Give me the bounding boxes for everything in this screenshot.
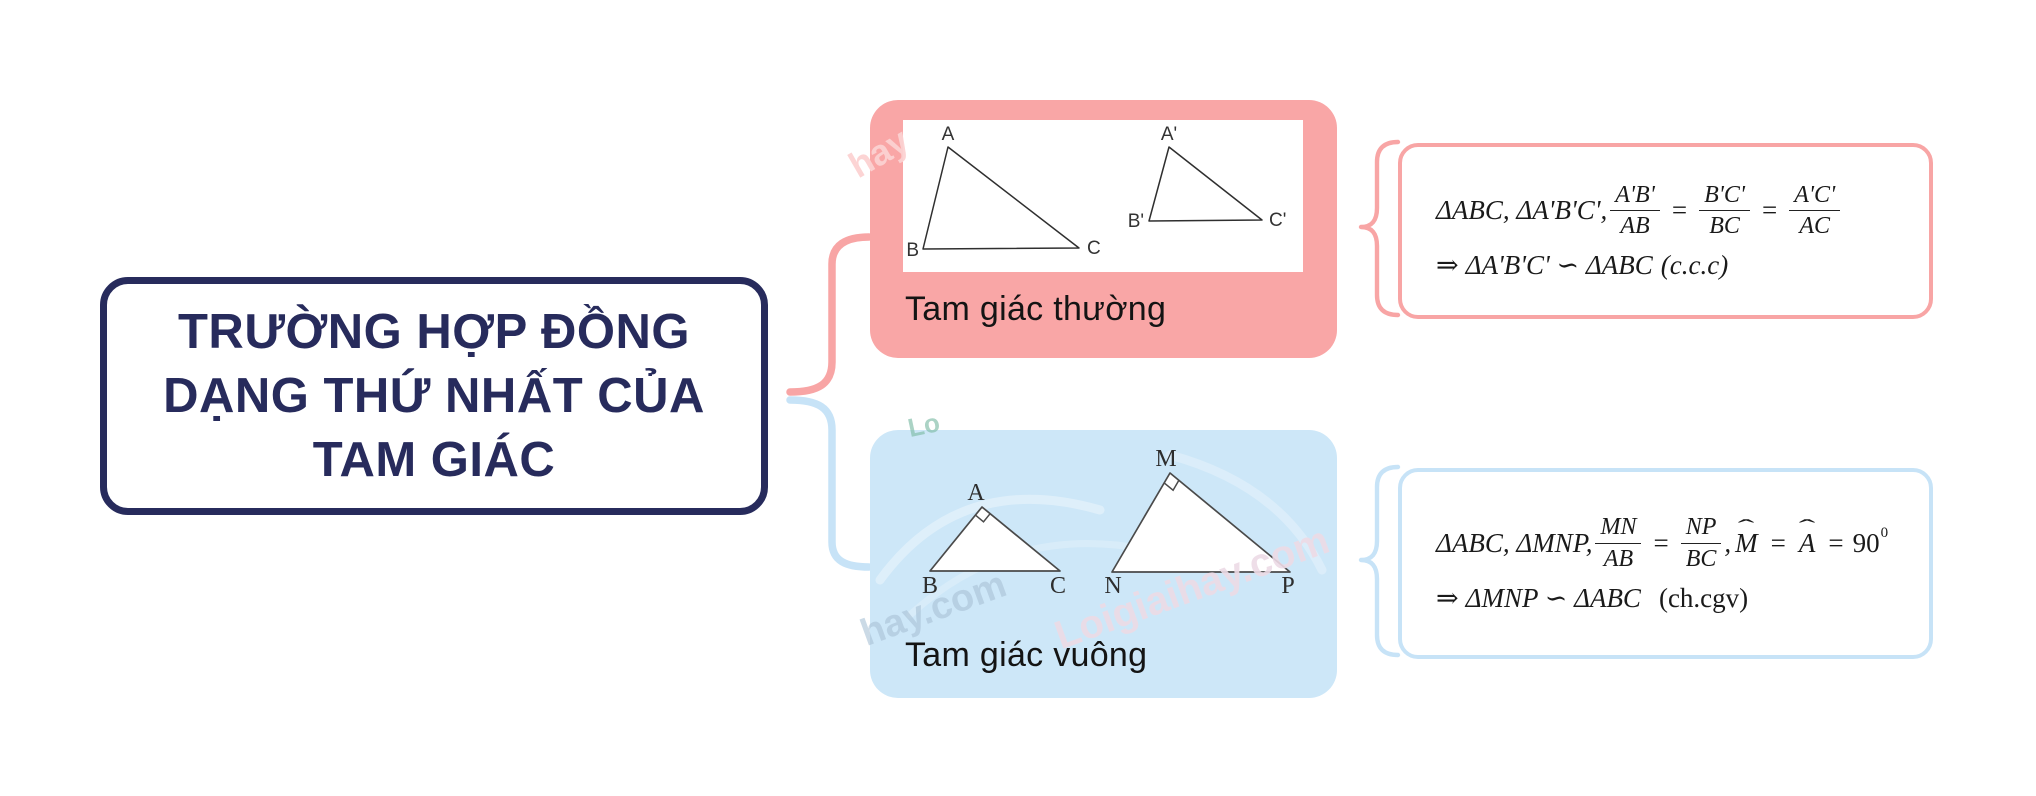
fraction-denominator: AB: [1603, 545, 1634, 572]
fraction: B'C' BC: [1699, 181, 1751, 241]
equals-sign: =: [1671, 195, 1688, 225]
connector-blue: [786, 396, 873, 571]
fraction-numerator: B'C': [1699, 181, 1751, 211]
equals-sign: =: [1770, 527, 1786, 558]
hat-icon: ˆ: [1798, 514, 1816, 539]
fraction: A'C' AC: [1789, 181, 1841, 241]
equals-sign: =: [1828, 527, 1844, 558]
branch-box-ordinary-triangle: A B C A' B' C' Tam giác thường: [870, 100, 1337, 358]
angle-A-hatted: ˆ A: [1798, 516, 1816, 559]
formula-box-ordinary: ΔABC, ΔA'B'C', A'B' AB = B'C' BC = A'C' …: [1398, 143, 1933, 319]
page-title-line-2: DẠNG THỨ NHẤT CỦA: [163, 369, 705, 423]
brace-blue-icon: [1358, 464, 1401, 658]
formula-conclusion: ΔA'B'C' ∽ ΔABC: [1465, 250, 1653, 281]
fraction-denominator: BC: [1685, 545, 1717, 572]
formula-conclusion-row: ⇒ ΔA'B'C' ∽ ΔABC (c.c.c): [1436, 250, 1913, 281]
degree-value: 90: [1852, 527, 1880, 558]
formula-conclusion-row: ⇒ ΔMNP ∽ ΔABC (ch.cgv): [1436, 583, 1913, 614]
vertex-label: M: [1155, 446, 1176, 472]
page-title-line-1: TRƯỜNG HỢP ĐỒNG: [178, 305, 690, 359]
fraction-denominator: AB: [1620, 213, 1650, 239]
triangle-MNP-right: [1111, 472, 1291, 573]
formula-given-row: ΔABC, ΔMNP, MN AB = NP BC , ˆ M = ˆ A = …: [1436, 513, 1913, 573]
formula-box-right: ΔABC, ΔMNP, MN AB = NP BC , ˆ M = ˆ A = …: [1398, 468, 1933, 659]
vertex-label: A': [1161, 124, 1177, 145]
vertex-label: A: [967, 480, 985, 506]
branch-label-right: Tam giác vuông: [905, 636, 1148, 674]
triangle-A1B1C1: [1148, 146, 1263, 222]
connector-pink: [786, 233, 873, 396]
triangle-ABC: [922, 146, 1080, 250]
ordinary-triangles-svg: A B C A' B' C': [906, 124, 1286, 261]
vertex-label: C': [1269, 210, 1286, 231]
degree-superscript: 0: [1880, 524, 1889, 541]
fraction: NP BC: [1680, 513, 1722, 573]
vertex-label: P: [1281, 573, 1294, 599]
vertex-label: B': [1128, 211, 1144, 232]
fraction-numerator: NP: [1680, 513, 1722, 544]
vertex-label: C: [1087, 238, 1101, 259]
fraction: MN AB: [1595, 513, 1642, 573]
watermark-swirl: [1165, 450, 1327, 575]
formula-given: ΔABC, ΔMNP,: [1436, 527, 1593, 558]
fraction-numerator: A'C': [1789, 181, 1841, 211]
angle-letter: A: [1798, 527, 1816, 558]
right-angle-marker-A: [974, 513, 991, 523]
vertex-label: A: [942, 124, 955, 145]
branch-label-ordinary: Tam giác thường: [905, 290, 1167, 328]
fraction-numerator: MN: [1595, 513, 1642, 544]
watermark-swirl: [875, 494, 1105, 585]
angle-M-hatted: ˆ M: [1735, 516, 1758, 559]
main-topic-box: TRƯỜNG HỢP ĐỒNG DẠNG THỨ NHẤT CỦA TAM GI…: [100, 277, 768, 515]
equals-sign: =: [1762, 195, 1778, 225]
similarity-criterion: (c.c.c): [1660, 250, 1729, 281]
right-angle-marker-M: [1163, 479, 1180, 492]
hat-icon: ˆ: [1738, 514, 1755, 539]
vertex-label: N: [1104, 573, 1121, 599]
vertex-label: B: [906, 240, 919, 261]
implies-arrow-icon: ⇒: [1436, 250, 1459, 281]
fraction-denominator: AC: [1799, 213, 1831, 239]
fraction: A'B' AB: [1610, 181, 1660, 241]
branch-box-right-triangle: A B C M N P Tam giác vuông: [870, 430, 1337, 698]
formula-conclusion: ΔMNP ∽ ΔABC: [1465, 582, 1641, 613]
triangle-ABC-right: [929, 506, 1061, 572]
similarity-criterion: (ch.cgv): [1658, 582, 1749, 613]
ordinary-triangle-figure: A B C A' B' C': [903, 120, 1303, 272]
right-triangles-svg: A B C M N P: [875, 446, 1327, 619]
formula-given: ΔABC, ΔA'B'C',: [1436, 195, 1608, 225]
comma: ,: [1724, 527, 1732, 558]
fraction-denominator: BC: [1709, 213, 1740, 239]
fraction-numerator: A'B': [1610, 181, 1660, 211]
vertex-label: C: [1050, 573, 1066, 599]
equals-sign: =: [1653, 527, 1669, 558]
implies-arrow-icon: ⇒: [1436, 582, 1459, 613]
angle-letter: M: [1735, 527, 1758, 558]
brace-pink-icon: [1358, 139, 1401, 318]
vertex-label: B: [922, 573, 938, 599]
formula-given-row: ΔABC, ΔA'B'C', A'B' AB = B'C' BC = A'C' …: [1436, 181, 1913, 241]
page-title-line-3: TAM GIÁC: [312, 433, 556, 487]
